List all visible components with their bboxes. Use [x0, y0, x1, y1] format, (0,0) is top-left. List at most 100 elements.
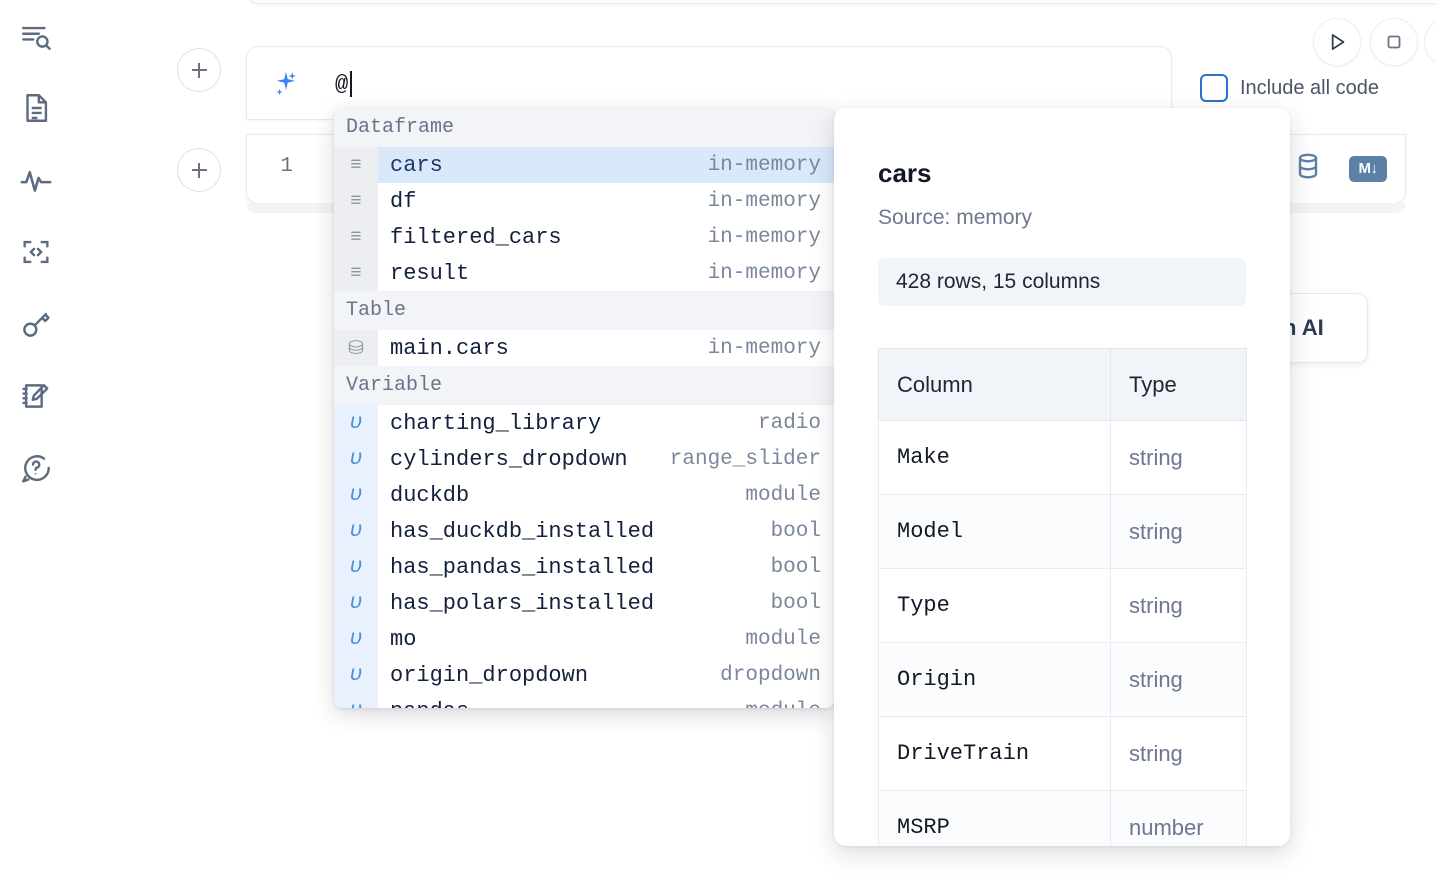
- run-button[interactable]: [1313, 18, 1361, 66]
- variable-icon: υ: [334, 549, 378, 585]
- variable-icon: υ: [334, 693, 378, 708]
- autocomplete-item[interactable]: ≡ filtered_cars in-memory: [334, 219, 834, 255]
- autocomplete-item-detail: in-memory: [707, 261, 821, 285]
- preview-column-type: number: [1110, 790, 1247, 846]
- autocomplete-item[interactable]: υ cylinders_dropdown range_slider: [334, 441, 834, 477]
- activity-icon[interactable]: [12, 156, 60, 204]
- autocomplete-item[interactable]: ≡ result in-memory: [334, 255, 834, 291]
- file-text-icon[interactable]: [12, 84, 60, 132]
- autocomplete-item-detail: module: [745, 627, 821, 651]
- preview-column-type: string: [1110, 420, 1247, 495]
- variable-icon: υ: [334, 585, 378, 621]
- autocomplete-section-header: Variable: [334, 366, 834, 405]
- autocomplete-item-label: df: [390, 188, 417, 214]
- preview-column-name: Type: [878, 568, 1111, 643]
- autocomplete-item-label: has_duckdb_installed: [390, 518, 655, 544]
- add-cell-button-top[interactable]: [177, 48, 221, 92]
- preview-source: Source: memory: [878, 206, 1033, 229]
- autocomplete-item-detail: range_slider: [669, 447, 821, 471]
- preview-title: cars: [878, 158, 932, 188]
- preview-shape-badge: 428 rows, 15 columns: [878, 258, 1246, 306]
- key-icon[interactable]: [12, 300, 60, 348]
- variable-icon: υ: [334, 621, 378, 657]
- autocomplete-item[interactable]: υ has_pandas_installed bool: [334, 549, 834, 585]
- autocomplete-item-label: pandas: [378, 699, 745, 709]
- preview-column-type: string: [1110, 642, 1247, 717]
- autocomplete-item-label: result: [390, 260, 470, 286]
- autocomplete-item[interactable]: υ has_duckdb_installed bool: [334, 513, 834, 549]
- autocomplete-item[interactable]: υ has_polars_installed bool: [334, 585, 834, 621]
- autocomplete-item-detail: module: [745, 700, 834, 709]
- dataframe-icon: ≡: [334, 255, 378, 291]
- autocomplete-item-detail: bool: [770, 591, 821, 615]
- autocomplete-item-label: cylinders_dropdown: [390, 446, 628, 472]
- autocomplete-item-label: main.cars: [390, 335, 509, 361]
- autocomplete-item-detail: in-memory: [707, 189, 821, 213]
- autocomplete-item-detail: in-memory: [707, 153, 821, 177]
- variable-icon: υ: [334, 477, 378, 513]
- dataframe-icon: ≡: [334, 183, 378, 219]
- preview-type-header: Type: [1110, 348, 1247, 421]
- autocomplete-item-detail: in-memory: [707, 225, 821, 249]
- search-outline-icon[interactable]: [12, 14, 60, 62]
- autocomplete-item-label: cars: [390, 152, 443, 178]
- autocomplete-item-label: charting_library: [390, 410, 602, 436]
- autocomplete-item[interactable]: υpandasmodule: [334, 693, 834, 708]
- variable-icon: υ: [334, 405, 378, 441]
- autocomplete-item[interactable]: ≡ df in-memory: [334, 183, 834, 219]
- ai-prompt-input[interactable]: @: [335, 69, 352, 99]
- preview-column-type: string: [1110, 494, 1247, 569]
- preview-column-type: string: [1110, 568, 1247, 643]
- autocomplete-item-detail: radio: [757, 411, 821, 435]
- autocomplete-item-detail: bool: [770, 555, 821, 579]
- text-caret: [349, 71, 352, 97]
- cell-toolbar: M↓: [1293, 151, 1387, 186]
- autocomplete-section-header: Dataframe: [334, 108, 834, 147]
- dataframe-icon: ≡: [334, 147, 378, 183]
- autocomplete-item-label: has_polars_installed: [390, 590, 655, 616]
- dataframe-preview-panel: cars Source: memory 428 rows, 15 columns…: [834, 108, 1290, 846]
- preview-column-name: DriveTrain: [878, 716, 1111, 791]
- dataframe-icon: ≡: [334, 219, 378, 255]
- chat-question-icon[interactable]: [12, 444, 60, 492]
- more-actions-button[interactable]: [1424, 18, 1436, 66]
- autocomplete-item-label: filtered_cars: [390, 224, 562, 250]
- database-icon: ⛁: [334, 330, 378, 366]
- autocomplete-item-detail: dropdown: [720, 663, 821, 687]
- variable-icon: υ: [334, 513, 378, 549]
- autocomplete-item-detail: module: [745, 483, 821, 507]
- sparkles-icon: [269, 69, 299, 99]
- autocomplete-item-detail: bool: [770, 519, 821, 543]
- autocomplete-item[interactable]: ≡ cars in-memory: [334, 147, 834, 183]
- add-cell-button-bottom[interactable]: [177, 148, 221, 192]
- database-icon[interactable]: [1293, 151, 1323, 186]
- notebook-pencil-icon[interactable]: [12, 372, 60, 420]
- stop-button[interactable]: [1370, 18, 1418, 66]
- code-brackets-icon[interactable]: [12, 228, 60, 276]
- preview-column-name: MSRP: [878, 790, 1111, 846]
- line-number: 1: [280, 155, 293, 178]
- preview-column-name: Make: [878, 420, 1111, 495]
- variable-icon: υ: [334, 441, 378, 477]
- include-all-code-row[interactable]: Include all code: [1200, 74, 1379, 102]
- include-all-code-checkbox[interactable]: [1200, 74, 1228, 102]
- include-all-code-label: Include all code: [1240, 76, 1379, 99]
- ai-prompt-cell: @: [246, 46, 1172, 120]
- autocomplete-item-label: mo: [390, 626, 417, 652]
- autocomplete-item-label: has_pandas_installed: [390, 554, 655, 580]
- markdown-badge[interactable]: M↓: [1349, 155, 1387, 182]
- autocomplete-item[interactable]: υ charting_library radio: [334, 405, 834, 441]
